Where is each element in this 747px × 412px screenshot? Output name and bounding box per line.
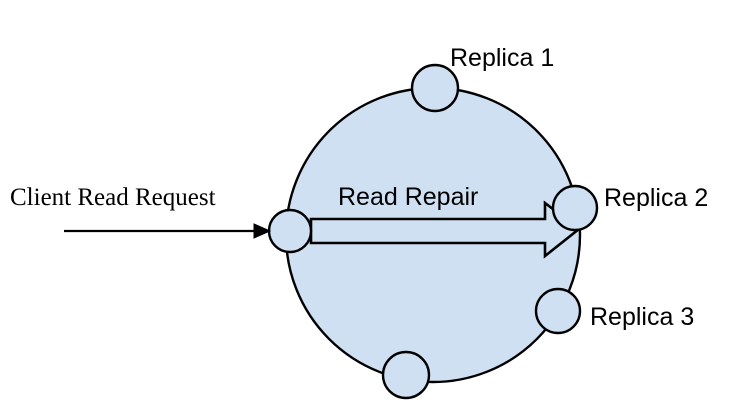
node-coordinator[interactable] [267,208,313,254]
read-repair-label: Read Repair [338,183,478,211]
node-replica-3[interactable] [534,287,582,335]
client-read-request-arrow [64,223,272,239]
node-replica-2[interactable] [551,184,599,232]
node-label-replica-3: Replica 3 [590,303,694,331]
read-repair-block-arrow [309,200,582,259]
client-read-request-label: Client Read Request [10,184,216,211]
node-label-replica-2: Replica 2 [604,184,708,212]
node-label-replica-1: Replica 1 [450,44,554,72]
node-replica-bottom[interactable] [381,350,431,400]
node-replica-1[interactable] [410,63,460,113]
